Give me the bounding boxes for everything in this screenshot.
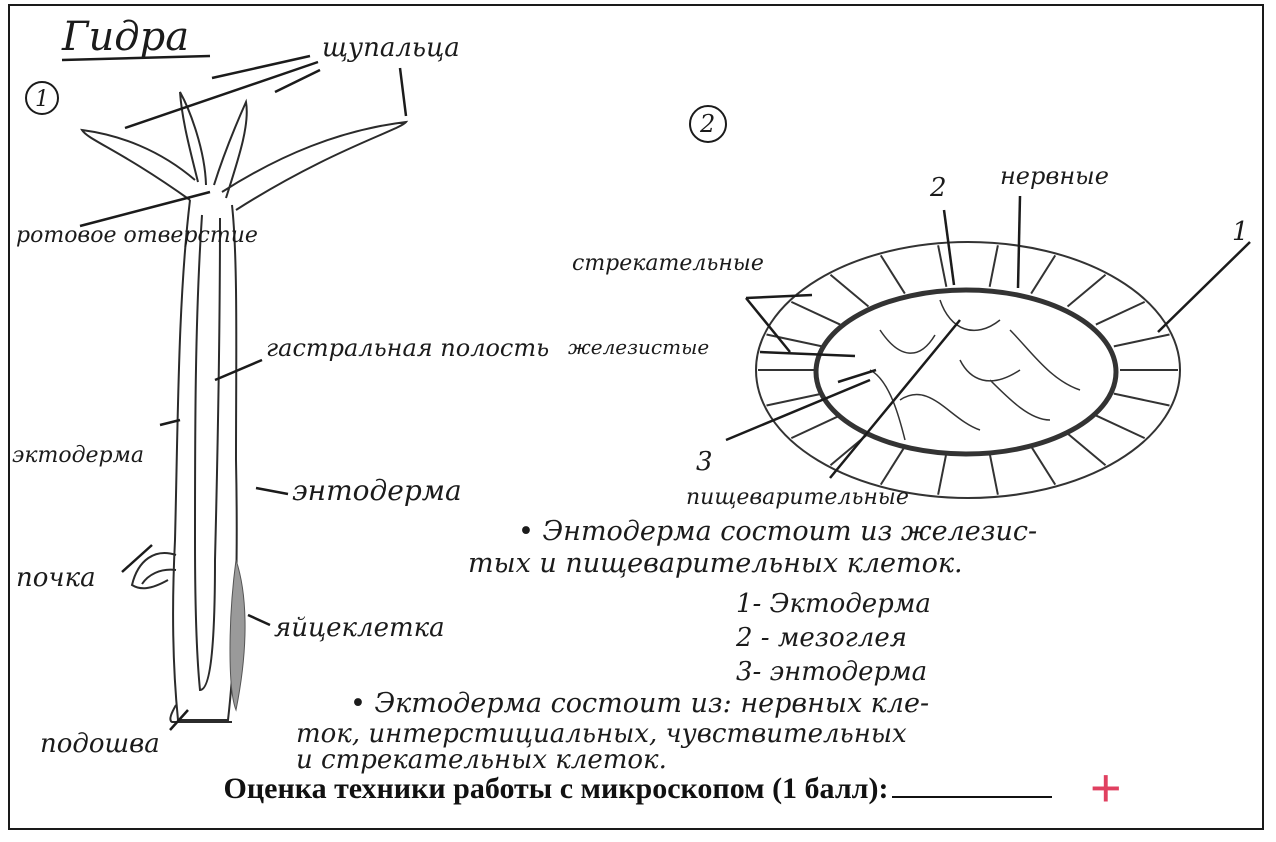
cell-wall-line <box>791 302 840 325</box>
legend-item-1: 1- Эктодерма <box>736 589 931 619</box>
cell-wall-line <box>938 453 946 495</box>
label-nervous: нервные <box>1000 162 1109 190</box>
cell-wall-line <box>881 255 905 293</box>
cell-wall-line <box>1031 446 1055 484</box>
cell-wall-line <box>1096 415 1145 438</box>
cell-wall-line <box>1031 255 1055 293</box>
endoderm-note-line-1: • Энтодерма состоит из железис- <box>518 516 1037 547</box>
label-egg: яйцеклетка <box>274 613 445 643</box>
label-endoderm: энтодерма <box>292 474 462 507</box>
label-num-3: 3 <box>696 447 713 477</box>
label-glandular: железистые <box>568 335 709 359</box>
cell-wall-line <box>1068 275 1106 307</box>
label-tentacles: щупальца <box>322 33 460 63</box>
footer-label: Оценка техники работы с микроскопом (1 б… <box>224 772 889 805</box>
ectoderm-note-line-1: • Эктодерма состоит из: нервных кле- <box>350 688 929 719</box>
label-mouth: ротовое отверстие <box>16 223 258 248</box>
grade-blank <box>892 770 1052 798</box>
label-num-2: 2 <box>929 173 947 203</box>
egg-cell-shape <box>230 560 245 710</box>
figure-1-number: 1 <box>35 87 49 112</box>
figure-2-number: 2 <box>699 110 715 138</box>
label-stinging: стрекательные <box>572 251 764 276</box>
cell-wall-line <box>1114 335 1170 347</box>
cell-wall-line <box>990 245 998 287</box>
label-bud: почка <box>16 563 96 593</box>
page-title: Гидра <box>61 14 189 60</box>
legend-item-2: 2 - мезоглея <box>735 623 907 653</box>
microscope-grade-line: Оценка техники работы с микроскопом (1 б… <box>0 770 1276 806</box>
label-ectoderm: эктодерма <box>12 443 144 468</box>
label-sole: подошва <box>40 729 160 759</box>
label-gastric-cavity: гастральная полость <box>266 334 549 362</box>
cell-wall-line <box>1068 433 1106 465</box>
endoderm-note-line-2: тых и пищеварительных клеток. <box>468 548 963 579</box>
legend-item-3: 3- энтодерма <box>736 657 927 687</box>
label-digestive: пищеварительные <box>686 485 909 510</box>
cell-wall-line <box>767 335 823 347</box>
cell-wall-line <box>990 453 998 495</box>
cell-wall-line <box>1114 394 1170 406</box>
cell-wall-line <box>1096 302 1145 325</box>
label-num-1: 1 <box>1232 217 1249 247</box>
cell-wall-line <box>791 415 840 438</box>
cross-section-drawing <box>756 242 1180 498</box>
cell-wall-line <box>938 245 946 287</box>
cell-wall-line <box>830 275 868 307</box>
cell-wall-line <box>881 446 905 484</box>
